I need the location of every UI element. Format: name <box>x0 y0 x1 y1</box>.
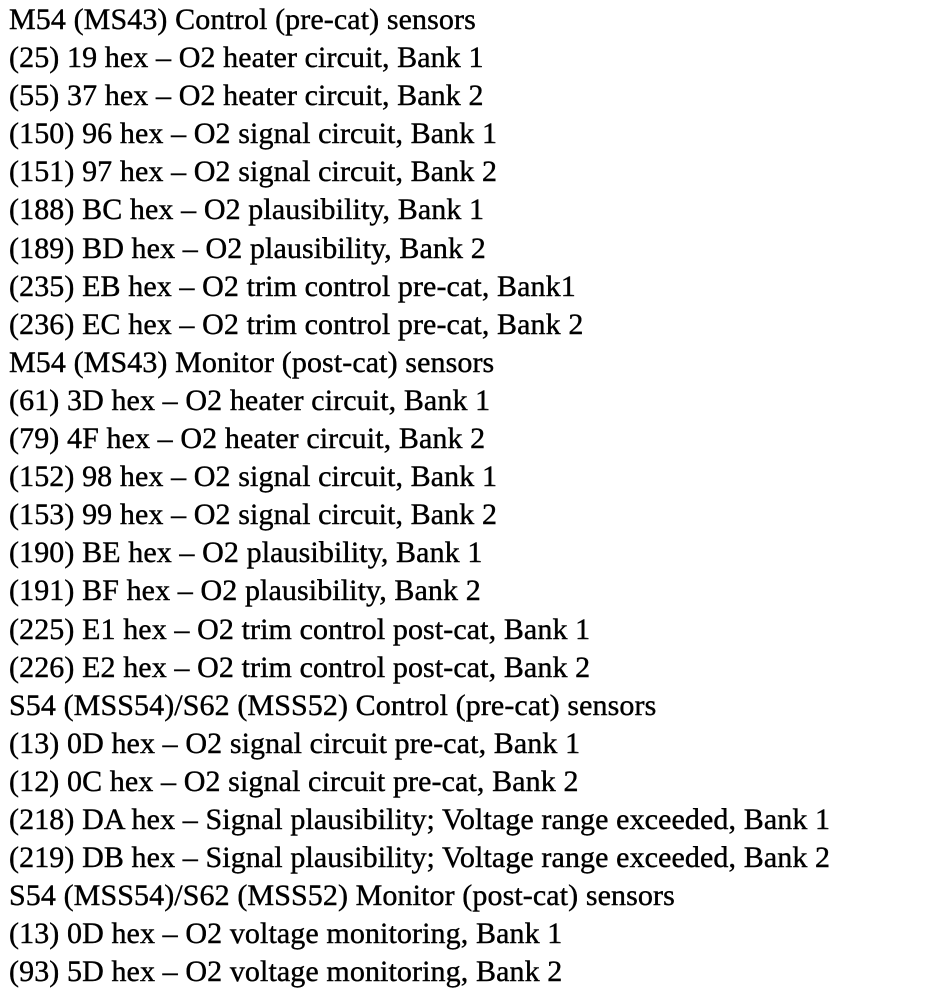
text-line: S54 (MSS54)/S62 (MSS52) Monitor (post-ca… <box>9 879 675 913</box>
text-line: (12) 0C hex – O2 signal circuit pre-cat,… <box>9 764 579 798</box>
text-line: (55) 37 hex – O2 heater circuit, Bank 2 <box>9 79 484 113</box>
text-line: (189) BD hex – O2 plausibility, Bank 2 <box>9 231 486 265</box>
text-line: (188) BC hex – O2 plausibility, Bank 1 <box>9 193 485 227</box>
text-line: M54 (MS43) Monitor (post-cat) sensors <box>9 345 495 379</box>
text-line: (93) 5D hex – O2 voltage monitoring, Ban… <box>9 955 563 989</box>
text-line: (13) 0D hex – O2 signal circuit pre-cat,… <box>9 726 581 760</box>
text-line: (191) BF hex – O2 plausibility, Bank 2 <box>9 574 481 608</box>
text-line: (13) 0D hex – O2 voltage monitoring, Ban… <box>9 917 563 951</box>
text-line: (79) 4F hex – O2 heater circuit, Bank 2 <box>9 422 486 456</box>
text-line: (151) 97 hex – O2 signal circuit, Bank 2 <box>9 155 498 189</box>
text-line: S54 (MSS54)/S62 (MSS52) Control (pre-cat… <box>9 688 657 722</box>
text-line: M54 (MS43) Control (pre-cat) sensors <box>9 3 476 36</box>
text-line: (235) EB hex – O2 trim control pre-cat, … <box>9 269 576 303</box>
text-line: (190) BE hex – O2 plausibility, Bank 1 <box>9 536 483 570</box>
text-line: (25) 19 hex – O2 heater circuit, Bank 1 <box>9 41 484 75</box>
document-lines: M54 (MS43) Control (pre-cat) sensors (25)… <box>9 1 944 991</box>
text-line: (61) 3D hex – O2 heater circuit, Bank 1 <box>9 383 491 417</box>
text-line: (218) DA hex – Signal plausibility; Volt… <box>9 802 831 836</box>
text-line: (153) 99 hex – O2 signal circuit, Bank 2 <box>9 498 498 532</box>
text-line: (150) 96 hex – O2 signal circuit, Bank 1 <box>9 117 498 151</box>
text-line: (226) E2 hex – O2 trim control post-cat,… <box>9 650 591 684</box>
text-line: (219) DB hex – Signal plausibility; Volt… <box>9 841 831 875</box>
text-line: (225) E1 hex – O2 trim control post-cat,… <box>9 612 591 646</box>
text-line: (152) 98 hex – O2 signal circuit, Bank 1 <box>9 460 498 494</box>
text-line: (236) EC hex – O2 trim control pre-cat, … <box>9 307 584 341</box>
